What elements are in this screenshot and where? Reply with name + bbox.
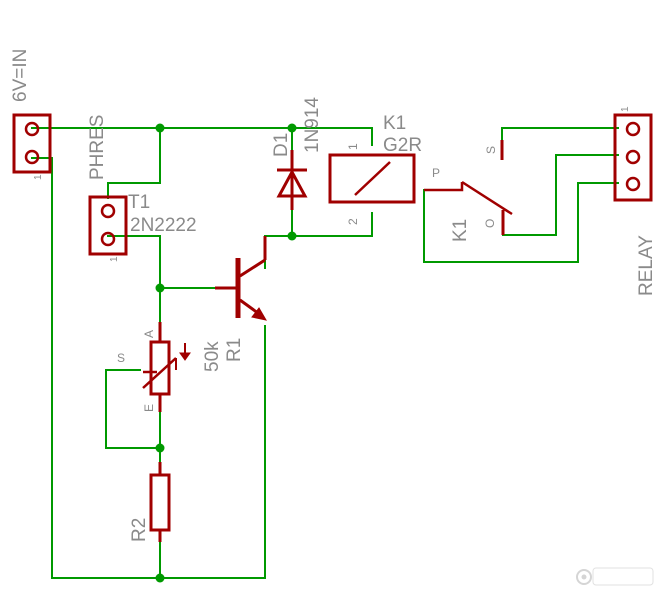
resistor-r2-label: R2 — [129, 518, 150, 542]
relay-connector-label: RELAY — [636, 235, 657, 296]
relay-switch-contact — [424, 140, 513, 235]
junction-dot — [155, 123, 165, 133]
transistor-ref-label: T1 — [128, 192, 150, 213]
phres-label: PHRES — [87, 115, 108, 180]
resistor-r2 — [149, 462, 171, 542]
switch-o-label: O — [483, 219, 497, 228]
pot-e-label: E — [142, 404, 156, 412]
junction-dot — [155, 573, 165, 583]
transistor-value-label: 2N2222 — [130, 215, 197, 236]
junction-dot — [287, 231, 297, 241]
power-in-pin1: 1 — [33, 174, 44, 180]
junction-dot — [287, 123, 297, 133]
power-in-label: 6V=IN — [10, 49, 31, 102]
switch-ref-label: K1 — [450, 219, 471, 242]
switch-s-label: S — [484, 146, 498, 154]
transistor-t1 — [215, 236, 268, 321]
pot-value-label: 50k — [202, 341, 223, 372]
potentiometer-r1 — [142, 322, 191, 412]
relay-coil-k1 — [328, 153, 416, 204]
relay-pin2-label: 2 — [346, 218, 360, 225]
hobbi-logo — [576, 567, 654, 586]
pot-a-label: A — [142, 330, 156, 338]
diode-ref-label: D1 — [271, 133, 292, 157]
relay-value-label: G2R — [383, 135, 422, 156]
phres-pin1: 1 — [109, 256, 120, 262]
diode-d1 — [276, 150, 308, 210]
junction-dot — [155, 283, 165, 293]
junction-dot — [155, 443, 165, 453]
relay-connector-pin1: 1 — [620, 106, 631, 112]
labels: 6V=IN 1 PHRES 1 T1 2N2222 D1 1N914 K1 G2… — [10, 49, 657, 542]
diode-value-label: 1N914 — [302, 97, 323, 153]
relay-ref-label: K1 — [383, 113, 406, 134]
relay-pin1-label: 1 — [346, 143, 360, 150]
pot-ref-label: R1 — [224, 338, 245, 362]
junctions — [155, 123, 297, 583]
photoresistor-connector — [88, 195, 128, 256]
pot-wiper-label: S — [117, 351, 125, 365]
switch-p-label: P — [432, 166, 440, 180]
power-input-connector — [12, 113, 52, 174]
relay-output-connector — [613, 113, 653, 202]
